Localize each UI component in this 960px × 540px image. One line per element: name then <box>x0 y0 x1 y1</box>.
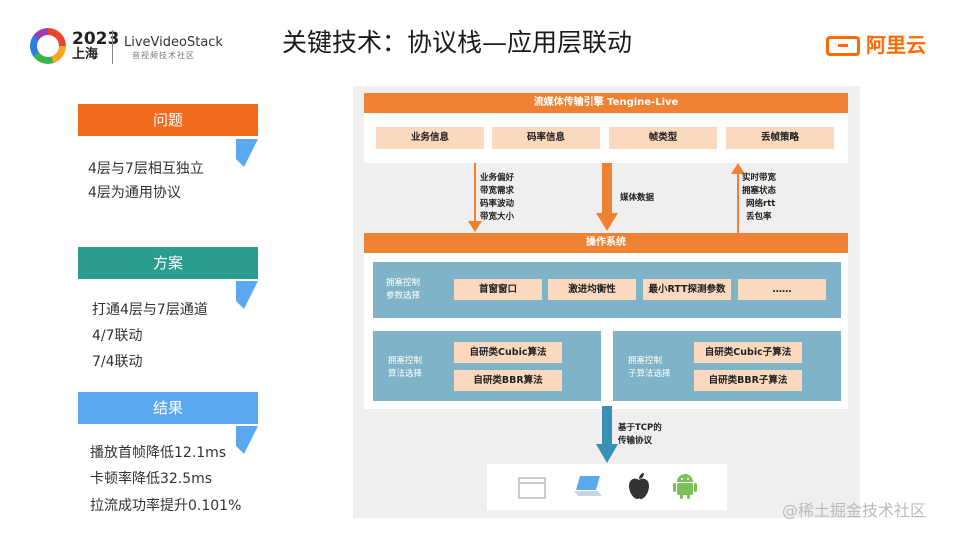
result-item: 播放首帧降低12.1ms <box>90 445 227 461</box>
os-title: 操作系统 <box>364 233 848 253</box>
tab-fold-icon <box>236 139 258 167</box>
arrow-label: 拥塞状态 <box>742 186 777 196</box>
cc-param-label: 拥塞控制 <box>386 278 421 288</box>
cc-subalgo-box: 自研类Cubic子算法 <box>694 342 802 363</box>
tab-fold-icon <box>236 426 258 454</box>
cc-algo-label: 拥塞控制 <box>388 356 423 366</box>
cc-param-box: 最小RTT探测参数 <box>643 279 731 300</box>
logo-city: 上海 <box>72 47 99 62</box>
logo-year: 2023 <box>72 29 120 49</box>
engine-box: 丢帧策略 <box>726 127 834 149</box>
arrow-label: 网络rtt <box>746 199 776 209</box>
cc-subalgo-label: 拥塞控制 <box>628 356 663 366</box>
tcp-label: 基于TCP的 <box>618 423 662 433</box>
down-arrow-icon <box>468 163 482 232</box>
page-title: 关键技术：协议栈—应用层联动 <box>282 28 633 57</box>
tab-fold-icon <box>236 281 258 309</box>
engine-box: 码率信息 <box>492 127 600 149</box>
cc-param-box: …… <box>738 279 826 300</box>
arrow-label: 丢包率 <box>746 212 772 222</box>
cc-algo-box: 自研类BBR算法 <box>454 370 562 391</box>
result-tab: 结果 <box>78 392 258 424</box>
apple-icon <box>629 473 649 499</box>
watermark: @稀土掘金技术社区 <box>782 501 927 520</box>
cc-subalgo-label: 子算法选择 <box>628 369 671 379</box>
arrow-label: 实时带宽 <box>742 173 777 183</box>
arrow-label: 带宽大小 <box>480 212 515 222</box>
solution-item: 打通4层与7层通道 <box>92 302 208 318</box>
tcp-arrow-icon <box>596 406 618 463</box>
arrow-label: 码率波动 <box>480 199 515 209</box>
engine-box: 帧类型 <box>609 127 717 149</box>
arrow-label: 业务偏好 <box>480 173 515 183</box>
tcp-label: 传输协议 <box>618 436 653 446</box>
media-arrow-icon <box>596 163 618 231</box>
cc-param-box: 首窗窗口 <box>454 279 542 300</box>
engine-title: 流媒体传输引擎 Tengine-Live <box>364 93 848 113</box>
arrow-label: 带宽需求 <box>480 186 515 196</box>
cc-algo-box: 自研类Cubic算法 <box>454 342 562 363</box>
up-arrow-icon <box>731 163 745 233</box>
solution-tab: 方案 <box>78 247 258 279</box>
aliyun-logo-text: 阿里云 <box>866 33 926 57</box>
engine-box: 业务信息 <box>376 127 484 149</box>
conference-logo-icon <box>30 28 66 64</box>
problem-item: 4层为通用协议 <box>88 185 181 201</box>
browser-icon <box>518 477 546 499</box>
problem-item: 4层与7层相互独立 <box>88 161 204 177</box>
brand-name: LiveVideoStack <box>124 35 223 50</box>
cc-algo-label: 算法选择 <box>388 369 423 379</box>
brand-subtitle: 音视频技术社区 <box>132 51 195 60</box>
aliyun-logo-icon <box>826 36 860 56</box>
laptop-icon <box>574 476 602 496</box>
cc-param-label: 参数选择 <box>386 291 421 301</box>
media-label: 媒体数据 <box>620 193 655 203</box>
problem-tab: 问题 <box>78 104 258 136</box>
cc-param-box: 激进均衡性 <box>548 279 636 300</box>
result-item: 卡顿率降低32.5ms <box>90 471 213 487</box>
header-divider <box>112 30 113 64</box>
cc-subalgo-box: 自研类BBR子算法 <box>694 370 802 391</box>
android-icon <box>673 474 697 499</box>
solution-item: 4/7联动 <box>92 328 143 344</box>
solution-item: 7/4联动 <box>92 354 143 370</box>
result-item: 拉流成功率提升0.101% <box>90 498 242 514</box>
